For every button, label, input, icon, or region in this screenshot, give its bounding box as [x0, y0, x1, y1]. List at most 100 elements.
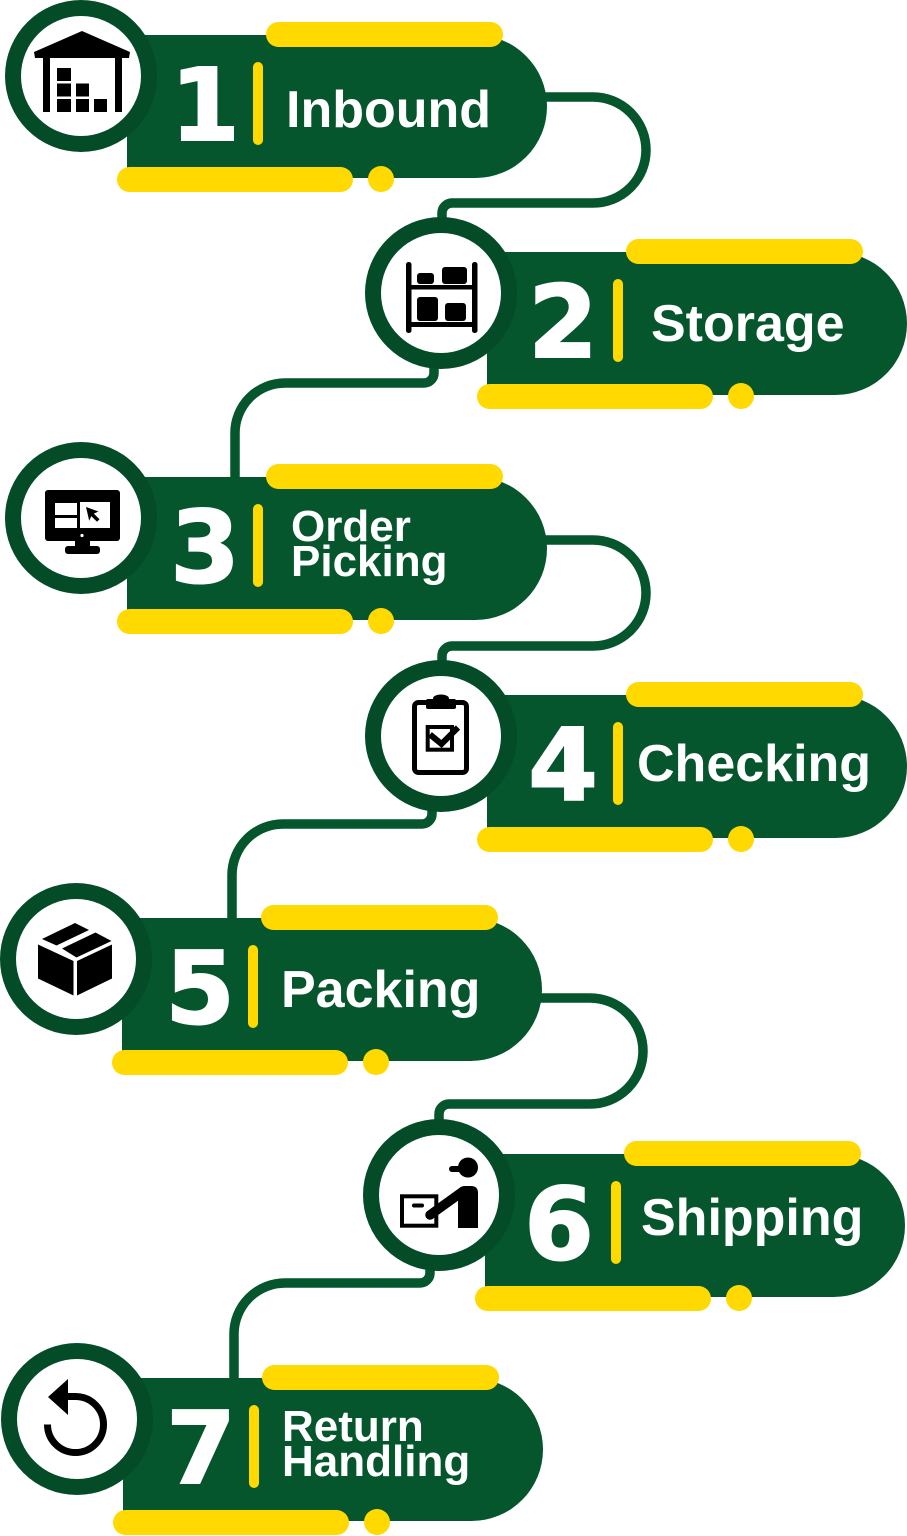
step-label-line: Handling [282, 1437, 471, 1486]
connector-2-to-3 [230, 360, 439, 482]
crate [57, 99, 71, 112]
step-label: Checking [637, 738, 871, 790]
step-label-line: Inbound [286, 81, 492, 139]
step-banner [487, 695, 907, 838]
connector-6-to-7 [229, 1262, 435, 1382]
step-label-line: Order [291, 502, 411, 551]
step-banner [487, 252, 907, 395]
step-banner [122, 918, 542, 1061]
accent-bar-bottom [117, 609, 353, 634]
accent-dot [364, 1509, 390, 1535]
accent-bar-top [262, 1365, 499, 1390]
icon-badge-inner [16, 899, 136, 1019]
shelf-board-middle [406, 285, 477, 290]
icon-badge [5, 442, 157, 594]
icon-badge-inner [381, 233, 501, 353]
process-step-packing: 5 Packing [0, 883, 542, 1075]
shelf-board-bottom [406, 322, 477, 327]
step-banner [485, 1154, 905, 1297]
step-label-line: Shipping [641, 1189, 864, 1247]
step-label-line: Return [282, 1402, 424, 1451]
icon-badge-inner [21, 16, 141, 136]
crate [57, 68, 71, 81]
accent-bar-top [624, 1141, 861, 1166]
storage-bin [417, 273, 434, 284]
shelf-post-right [472, 262, 478, 333]
step-number: 2 [527, 264, 599, 381]
step-label: Storage [651, 298, 845, 350]
accent-bar-top [261, 905, 498, 930]
step-divider [248, 945, 258, 1028]
clipboard-board [412, 700, 469, 775]
box-left-face [38, 944, 74, 996]
step-divider [611, 1181, 621, 1264]
connector-3-to-4 [437, 535, 651, 666]
courier-arm [425, 1187, 467, 1220]
accent-dot [728, 826, 754, 852]
process-step-order-picking: 3 Order Picking [5, 442, 547, 634]
icon-badge-inner [379, 1135, 499, 1255]
accent-bar-bottom [113, 1510, 349, 1535]
monitor-base [65, 546, 100, 554]
process-step-return-handling: 7 Return Handling [1, 1343, 543, 1535]
process-step-inbound: 1 Inbound [5, 0, 547, 192]
accent-bar-top [266, 22, 503, 47]
process-step-storage: 2 Storage [365, 217, 907, 409]
box-lid-back-flap [42, 923, 89, 946]
icon-badge-inner [381, 676, 501, 796]
storage-bin [445, 303, 466, 321]
accent-dot [726, 1285, 752, 1311]
package-box-icon [38, 923, 112, 996]
process-step-checking: 4 Checking [365, 660, 907, 852]
storage-shelf-icon [406, 262, 478, 333]
accent-bar-bottom [112, 1050, 348, 1075]
computer-monitor-icon [45, 490, 120, 554]
step-label: Shipping [641, 1192, 863, 1244]
power-led [80, 533, 84, 538]
step-banner [127, 35, 547, 178]
icon-badge [365, 217, 517, 369]
step-divider [613, 722, 623, 805]
accent-dot [728, 383, 754, 409]
connector-5-to-6 [434, 993, 648, 1124]
accent-bar-bottom [117, 167, 353, 192]
return-arrow-head [48, 1379, 68, 1415]
step-label: Packing [281, 964, 480, 1016]
monitor-neck [75, 540, 90, 547]
step-label: Order Picking [291, 502, 448, 584]
delivery-person-icon [400, 1157, 478, 1228]
step-banner [127, 477, 547, 620]
step-number: 5 [164, 930, 236, 1047]
icon-badge [0, 883, 152, 1035]
icon-badge [1, 1343, 153, 1495]
accent-bar-top [626, 682, 863, 707]
storage-bin [417, 297, 438, 321]
icon-badge-inner [21, 458, 141, 578]
step-divider [249, 1405, 259, 1488]
accent-dot [368, 608, 394, 634]
icon-badge [5, 0, 157, 152]
shelf-post-left [406, 262, 412, 333]
box-lid-front-flap [62, 932, 112, 958]
accent-bar-top [626, 239, 863, 264]
crate [94, 99, 107, 112]
step-label-line: Packing [281, 961, 481, 1019]
courier-head [458, 1157, 478, 1178]
clipboard-clip [426, 699, 456, 709]
warehouse-roof [34, 31, 130, 58]
crate [76, 99, 89, 112]
process-step-shipping: 6 Shipping [363, 1119, 905, 1311]
connector-1-to-2 [437, 92, 651, 224]
clipboard-clip-top [433, 694, 449, 703]
step-number: 3 [169, 489, 241, 606]
box-right-face [77, 944, 112, 996]
accent-bar-top [266, 464, 503, 489]
step-label: Inbound [286, 84, 491, 136]
step-label-line: Checking [637, 735, 872, 793]
icon-badge [363, 1119, 515, 1271]
checkmark-icon [428, 725, 461, 749]
screen-panel [55, 503, 77, 515]
checkbox [425, 725, 454, 752]
